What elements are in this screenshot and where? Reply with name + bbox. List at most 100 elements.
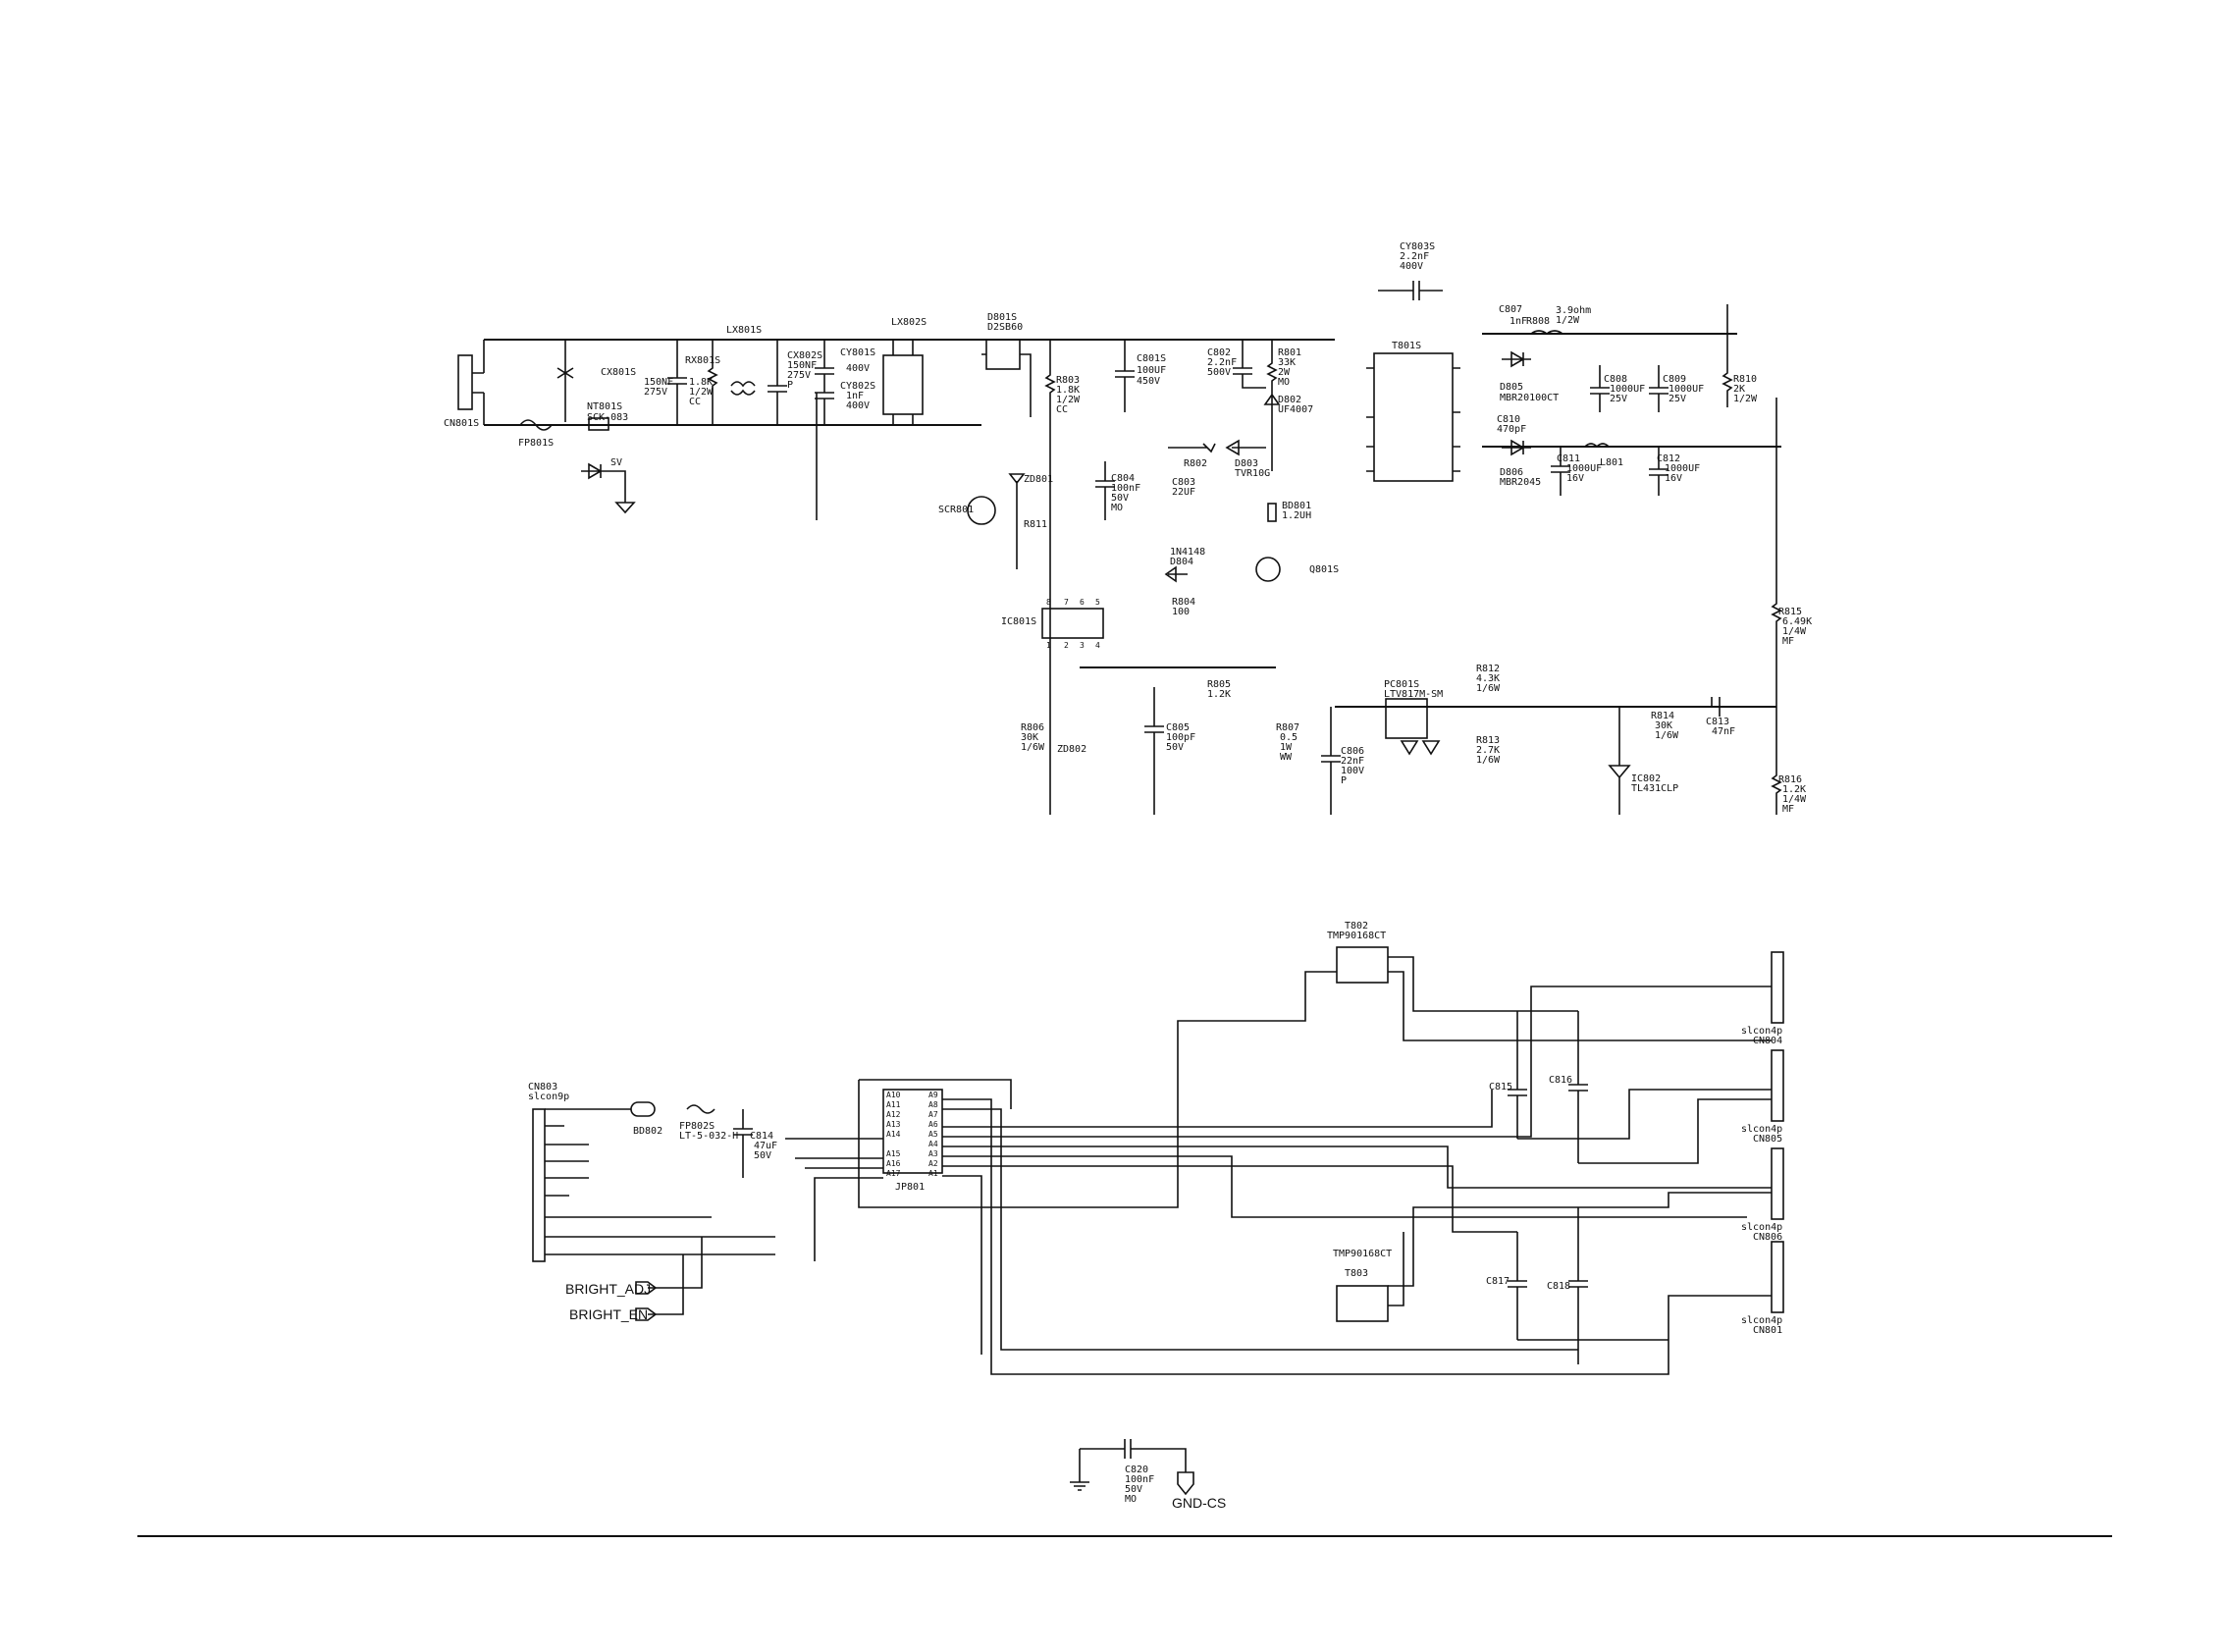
bright-adj-label: BRIGHT_ADJ — [565, 1281, 651, 1297]
c814-label: C814 — [750, 1131, 773, 1142]
r803-label: R803 — [1056, 375, 1080, 386]
pc801s-value: LTV817M-SM — [1384, 689, 1443, 700]
jp801-pin-a2: A2 — [928, 1159, 938, 1168]
r807-label: R807 — [1276, 722, 1299, 733]
c804-voltage: 50V — [1111, 493, 1129, 504]
cy802s-value: 1nF — [846, 391, 864, 401]
r808-label: R808 — [1526, 316, 1550, 327]
c820-label: C820 — [1125, 1465, 1148, 1475]
c801s-label: C801S — [1137, 353, 1166, 364]
c814-voltage: 50V — [754, 1150, 771, 1161]
jp801-pin-a11: A11 — [886, 1100, 901, 1109]
c809-value: 1000UF — [1669, 384, 1704, 395]
c809-voltage: 25V — [1669, 394, 1686, 404]
ic801s-pin-5: 5 — [1095, 598, 1100, 607]
r807-power: 1W — [1280, 742, 1293, 753]
gnd-cs-label: GND-CS — [1172, 1495, 1226, 1511]
scr801-label: SCR801 — [938, 505, 974, 515]
cy802s-voltage: 400V — [846, 400, 870, 411]
r801-power: 2W — [1278, 367, 1291, 378]
c811-value: 1000UF — [1566, 463, 1602, 474]
ic802-label: IC802 — [1631, 773, 1661, 784]
c820-value: 100nF — [1125, 1474, 1154, 1485]
r804-label: R804 — [1172, 597, 1195, 608]
output-connectors: slcon4p CN804 slcon4p CN805 slcon4p CN80… — [1741, 951, 1784, 1336]
transformer-t801s: T801S — [1366, 341, 1460, 482]
jp801-pin-a6: A6 — [928, 1120, 938, 1129]
cx802s-label: CX802S — [787, 350, 822, 361]
d805-label: D805 — [1500, 382, 1523, 393]
cy803s-label: CY803S — [1400, 241, 1435, 252]
cn806-label: CN806 — [1753, 1232, 1782, 1243]
c806-voltage: 100V — [1341, 766, 1364, 776]
zd801-label: ZD801 — [1024, 474, 1053, 485]
c805-label: C805 — [1166, 722, 1190, 733]
choke-lx801s: LX801S — [726, 325, 762, 396]
c806-value: 22nF — [1341, 756, 1364, 767]
ic801s-pin-7: 7 — [1064, 598, 1069, 607]
rx801s-power: 1/2W — [689, 387, 714, 398]
choke-lx802s: LX802S — [882, 317, 927, 425]
c805-voltage: 50V — [1166, 742, 1184, 753]
r802-label: R802 — [1184, 458, 1207, 469]
fp802s-label: FP802S — [679, 1121, 715, 1132]
connector-wiring — [785, 956, 1772, 1375]
r816-label: R816 — [1778, 774, 1802, 785]
r805-value: 1.2K — [1207, 689, 1231, 700]
ic801s-pin-6: 6 — [1080, 598, 1085, 607]
t803-label: T803 — [1345, 1268, 1368, 1279]
r816-type: MF — [1782, 804, 1794, 815]
r815-value: 6.49K — [1782, 616, 1812, 627]
c818-label: C818 — [1547, 1281, 1570, 1292]
ic801s-pin-2: 2 — [1064, 641, 1069, 650]
feedback-optocoupler: PC801S LTV817M-SM R812 4.3K 1/6W R813 2.… — [1384, 664, 1735, 815]
r816-power: 1/4W — [1782, 794, 1807, 805]
r810-label: R810 — [1733, 374, 1757, 385]
q801s-label: Q801S — [1309, 564, 1339, 575]
ground-capacitor-c820: C820 100nF 50V MO GND-CS — [1070, 1439, 1226, 1511]
resistor-r803: R803 1.8K 1/2W CC — [1044, 340, 1081, 815]
cx801s-label: CX801S — [601, 367, 636, 378]
c801s-voltage: 450V — [1137, 376, 1160, 387]
cn805-label: CN805 — [1753, 1134, 1782, 1145]
cn805-type: slcon4p — [1741, 1124, 1782, 1135]
output-capacitors: C815 C816 C817 C818 — [1486, 1011, 1588, 1364]
jp801-pin-a9: A9 — [928, 1091, 938, 1099]
jp801-pin-a3: A3 — [928, 1149, 938, 1158]
d806-value: MBR2045 — [1500, 477, 1541, 488]
c802-value: 2.2nF — [1207, 357, 1237, 368]
cn803-label: CN803 — [528, 1082, 557, 1092]
fp801s-label: FP801S — [518, 438, 554, 449]
bridge-rectifier-d801s: D801S D2SB60 — [981, 312, 1032, 417]
nt801s-label: NT801S — [587, 401, 622, 412]
t803-value: TMP90168CT — [1333, 1249, 1392, 1259]
c804-value: 100nF — [1111, 483, 1140, 494]
c808-label: C808 — [1604, 374, 1627, 385]
capacitor-cy803s: CY803S 2.2nF 400V — [1378, 241, 1443, 300]
r804-value: 100 — [1172, 607, 1190, 617]
r806-value: 30K — [1021, 732, 1038, 743]
bright-signal-wiring — [648, 1237, 703, 1315]
c811-voltage: 16V — [1566, 473, 1584, 484]
cn806-type: slcon4p — [1741, 1222, 1782, 1233]
r810-value: 2K — [1733, 384, 1745, 395]
r807-value: 0.5 — [1280, 732, 1298, 743]
cy803s-value: 2.2nF — [1400, 251, 1429, 262]
primary-control-network: SCR801 ZD801 R811 C804 100nF 50V MO C803… — [938, 439, 1364, 815]
jp801-pin-a5: A5 — [928, 1130, 938, 1139]
r813-value: 2.7K — [1476, 745, 1500, 756]
nt801s-value: SCK-083 — [587, 412, 628, 423]
cy801s-label: CY801S — [840, 347, 875, 358]
cn803-type: slcon9p — [528, 1092, 569, 1102]
transformer-t802: T802 TMP90168CT — [1327, 921, 1389, 984]
bd801-value: 1.2UH — [1282, 510, 1311, 521]
fp802s-value: LT-5-032-H — [679, 1131, 738, 1142]
r815-power: 1/4W — [1782, 626, 1807, 637]
thermistor-nt801s: NT801S SCK-083 — [587, 401, 628, 431]
c811-label: C811 — [1557, 453, 1580, 464]
jp801-pin-a16: A16 — [886, 1159, 901, 1168]
c817-label: C817 — [1486, 1276, 1510, 1287]
d804-label: D804 — [1170, 557, 1193, 567]
c810-value: 470pF — [1497, 424, 1526, 435]
bd802-label: BD802 — [633, 1126, 662, 1137]
